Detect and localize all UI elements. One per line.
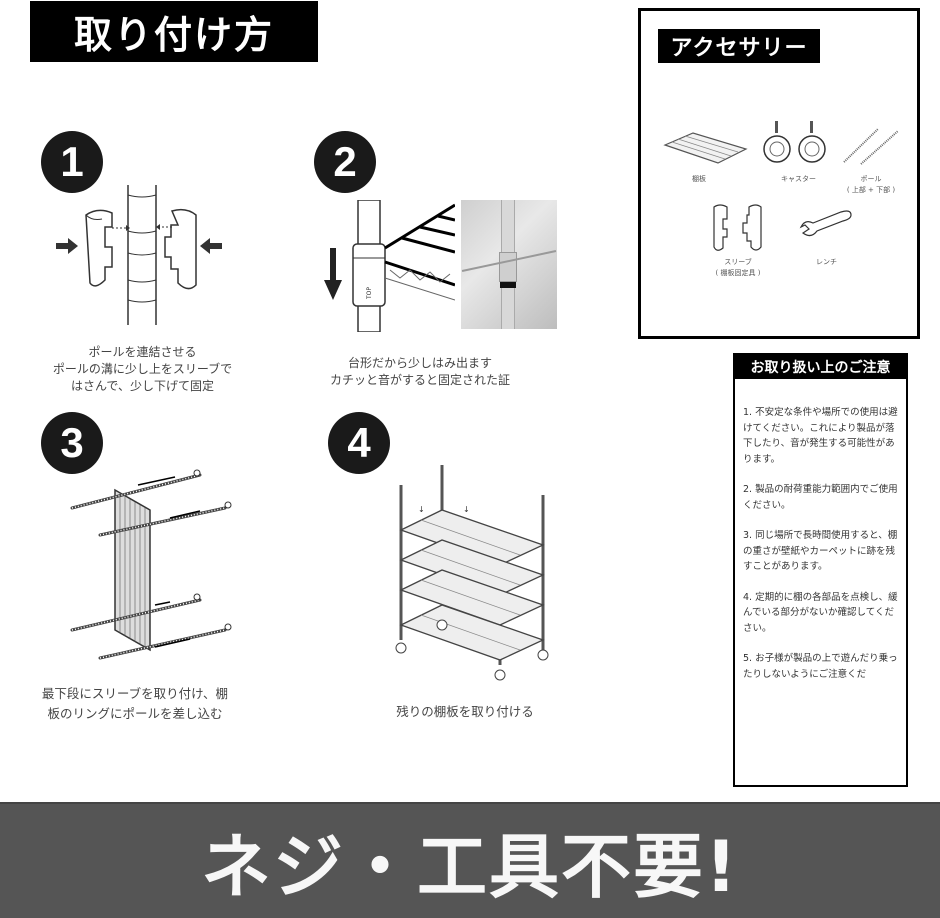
caution-title: お取り扱い上のご注意 (735, 355, 906, 379)
svg-text:↓: ↓ (418, 505, 425, 514)
caution-item: 4. 定期的に棚の各部品を点検し、緩んでいる部分がないか確認してください。 (743, 591, 898, 634)
step-1-caption: ポールを連結させる ポールの溝に少し上をスリーブで はさんで、少し下げて固定 (52, 345, 233, 393)
sleeve-lock-photo (461, 200, 557, 329)
caution-item: 3. 同じ場所で長時間使用すると、棚の重さが壁紙やカーペットに跡を残すことがあり… (743, 530, 898, 572)
accessory-label-pole: ポール ( 上部 + 下部 ) (846, 175, 896, 194)
sleeve-icon (713, 204, 762, 251)
caster-icon (763, 121, 826, 163)
wrench-icon (799, 210, 852, 237)
caution-item: 5. お子様が製品の上で遊んだり乗ったりしないようにご注意くだ (743, 653, 898, 680)
accessory-label-sleeve: スリーブ ( 棚板固定具 ) (715, 258, 761, 277)
accessory-label-shelf-board: 棚板 (692, 175, 706, 183)
accessory-label-caster: キャスター (781, 175, 816, 183)
step-3-caption: 最下段にスリーブを取り付け、棚 板のリングにポールを差し込む (41, 686, 229, 721)
svg-text:↓: ↓ (463, 505, 470, 514)
pole-icon (843, 128, 899, 165)
caution-list: 1. 不安定な条件や場所での使用は避けてください。これにより製品が落下したり、音… (743, 405, 903, 697)
step-4-caption: 残りの棚板を取り付ける (396, 704, 534, 719)
pole-connection-illustration (56, 185, 222, 325)
caution-panel: お取り扱い上のご注意 1. 不安定な条件や場所での使用は避けてください。これによ… (733, 353, 908, 787)
step-4-number-badge: 4 (328, 412, 390, 474)
sleeve-lock-illustration: TOP (324, 200, 455, 332)
step-1-number-badge: 1 (41, 131, 103, 193)
accessories-title: アクセサリー (658, 29, 820, 63)
top-mark: TOP (366, 287, 373, 300)
accessory-label-wrench: レンチ (816, 258, 837, 266)
bottom-shelf-illustration (70, 469, 232, 660)
shelf-assembly-illustration: ↓ ↓ (395, 465, 549, 681)
step-2-caption: 台形だから少しはみ出ます カチッと音がすると固定された証 (329, 356, 510, 387)
accessories-panel: アクセサリー 棚板 キャスター ポール ( 上部 + 下部 ) スリーブ ( 棚… (638, 8, 920, 339)
step-2-number-badge: 2 (314, 131, 376, 193)
shelf-board-icon (663, 132, 748, 164)
step-3-number-badge: 3 (41, 412, 103, 474)
page-title: 取り付け方 (30, 1, 318, 62)
no-tools-banner: ネジ・工具不要! (0, 802, 940, 918)
caution-item: 1. 不安定な条件や場所での使用は避けてください。これにより製品が落下したり、音… (743, 407, 898, 465)
caution-item: 2. 製品の耐荷重能力範囲内でご使用ください。 (743, 484, 898, 511)
